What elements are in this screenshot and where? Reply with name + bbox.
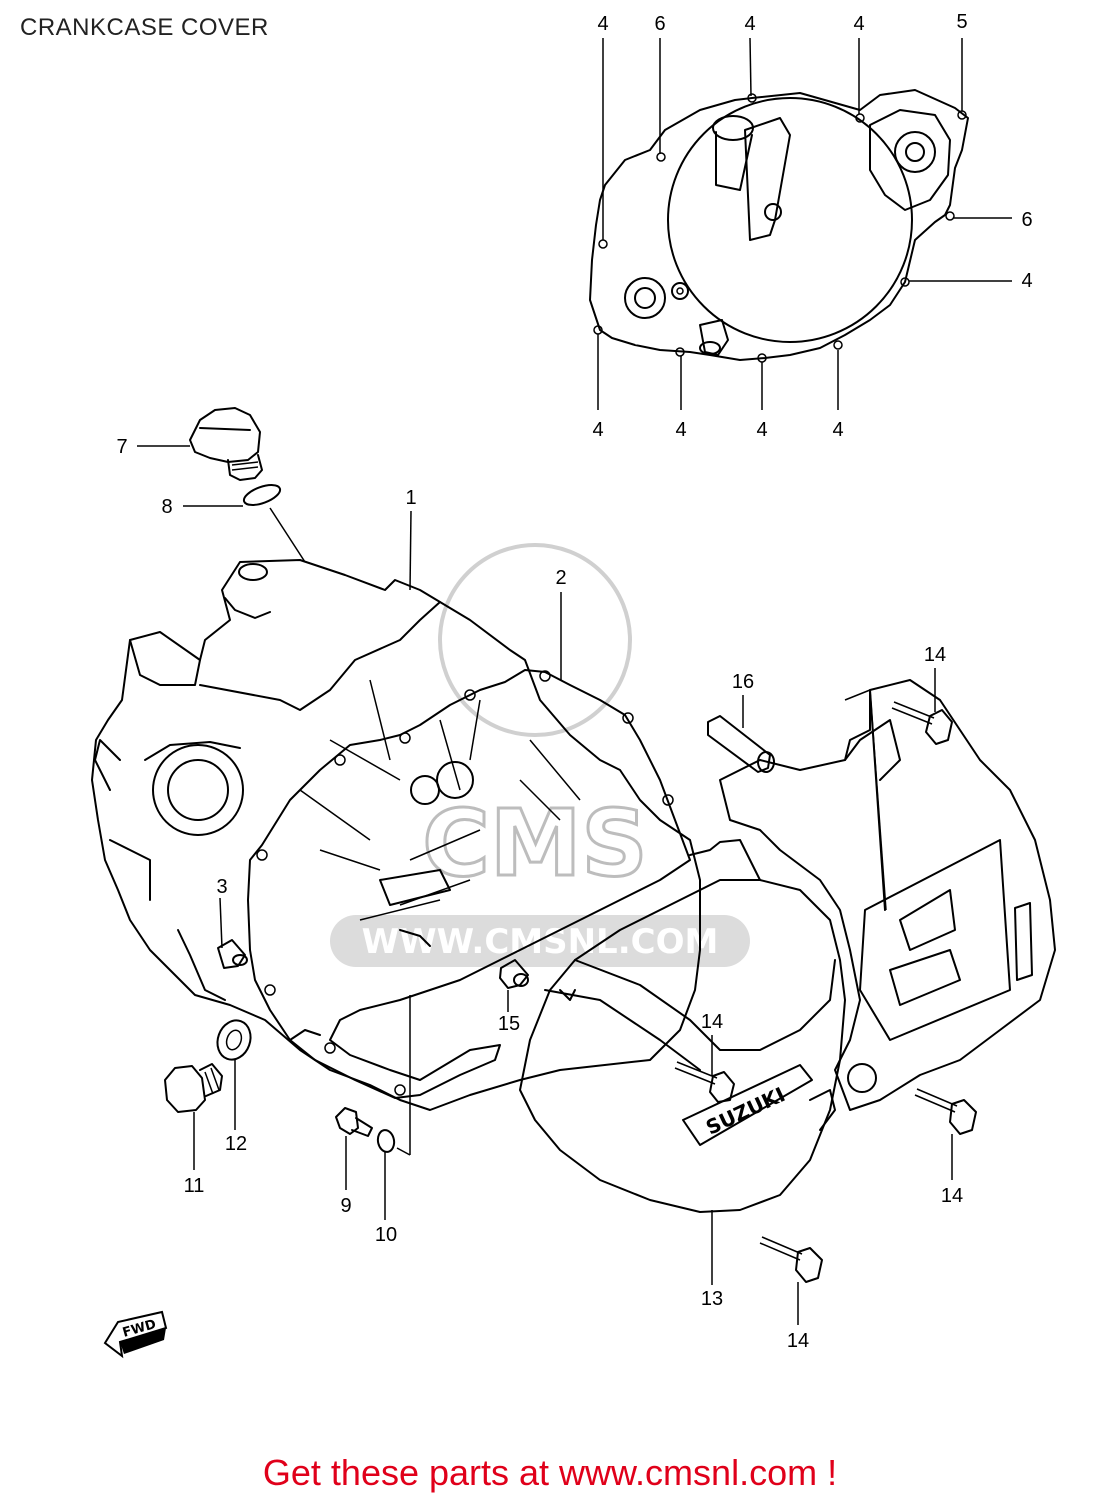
inner-cover-gasket — [589, 89, 969, 363]
dowel-pin-3 — [217, 939, 248, 969]
oil-filler-cap — [189, 407, 263, 481]
callout-11: 11 — [184, 1175, 205, 1197]
callout-4: 4 — [675, 419, 686, 441]
bolt-14-bottom — [759, 1236, 823, 1283]
dowel-pin-15 — [499, 959, 529, 989]
callout-4: 4 — [756, 419, 767, 441]
callout-6: 6 — [654, 13, 665, 35]
watermark: CMS WWW.CMSNL.COM — [330, 543, 750, 967]
callout-9: 9 — [340, 1195, 351, 1217]
callout-16: 16 — [732, 671, 754, 693]
callout-13: 13 — [701, 1288, 723, 1310]
callout-4: 4 — [853, 13, 864, 35]
footer-link[interactable]: Get these parts at www.cmsnl.com ! — [262, 1452, 838, 1493]
callout-4: 4 — [832, 419, 843, 441]
crankcase-cover — [91, 559, 701, 1111]
callout-3: 3 — [216, 876, 227, 898]
callout-14: 14 — [941, 1185, 963, 1207]
watermark-url: WWW.CMSNL.COM — [362, 922, 719, 962]
washer-10 — [376, 1129, 396, 1153]
callout-12: 12 — [225, 1133, 247, 1155]
leader-lines — [137, 37, 1012, 1325]
spacer-16 — [707, 715, 775, 773]
right-housing — [719, 679, 1056, 1111]
callout-14: 14 — [701, 1011, 723, 1033]
callout-14: 14 — [924, 644, 946, 666]
callout-4: 4 — [592, 419, 603, 441]
callout-labels: 4 6 4 4 5 6 4 4 4 4 4 7 8 1 2 16 14 3 15… — [116, 11, 1032, 1352]
o-ring — [242, 484, 282, 506]
fwd-arrow-icon: FWD — [103, 1310, 168, 1359]
bolt-9 — [335, 1107, 373, 1137]
cover-brand-logo: SUZUKI — [682, 1064, 813, 1146]
callout-5: 5 — [956, 11, 967, 33]
callout-4: 4 — [597, 13, 608, 35]
page-title: CRANKCASE COVER — [20, 14, 269, 41]
callout-1: 1 — [405, 487, 416, 509]
callout-2: 2 — [555, 567, 566, 589]
watermark-logo: CMS — [422, 790, 647, 897]
callout-6: 6 — [1021, 209, 1032, 231]
callout-15: 15 — [498, 1013, 520, 1035]
bolt-14-top — [891, 701, 953, 745]
callout-4: 4 — [744, 13, 755, 35]
bolt-14-right — [914, 1088, 977, 1135]
bolt-14-middle — [674, 1061, 735, 1103]
gasket — [247, 669, 691, 1099]
washer-12 — [216, 1019, 252, 1061]
callout-8: 8 — [161, 496, 172, 518]
callout-10: 10 — [375, 1224, 397, 1246]
callout-14: 14 — [787, 1330, 809, 1352]
callout-7: 7 — [116, 436, 127, 458]
callout-4: 4 — [1021, 270, 1032, 292]
drain-plug — [164, 1063, 223, 1113]
